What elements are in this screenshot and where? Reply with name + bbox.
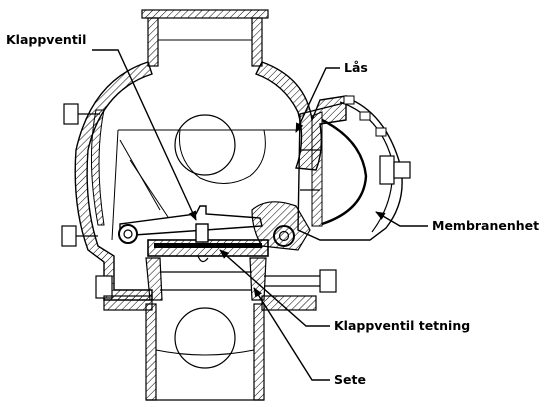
leader-flap-valve [92,49,197,221]
label-flap-valve: Klappventil [6,32,86,47]
leader-diaphragm-unit [375,211,428,227]
flap-valve-disc [147,223,269,263]
upper-opening [174,114,236,176]
label-lock: Lås [344,60,368,75]
label-diaphragm-unit: Membranenhet [432,218,539,233]
leader-lock [295,67,340,133]
top-pipe [141,9,269,67]
leader-lines [92,49,428,381]
diaphragm-unit [297,95,411,241]
leader-seat [253,287,330,381]
label-flap-valve-seal: Klappventil tetning [334,318,470,333]
bottom-pipe [103,295,317,401]
label-seat: Sete [334,372,366,387]
valve-body [61,61,347,301]
internal-chamber [111,129,311,251]
leader-flap-valve-seal [219,249,330,327]
